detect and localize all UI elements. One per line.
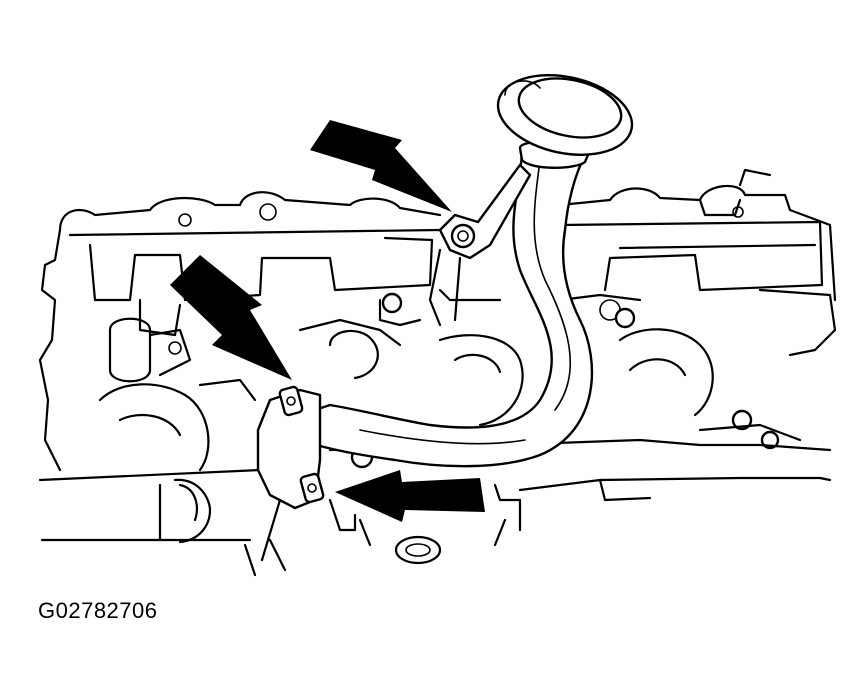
oil-filler-tube — [256, 74, 634, 562]
arrow-upper-bolt — [310, 120, 452, 212]
figure-code-label: G02782706 — [38, 598, 158, 623]
callout-arrows — [170, 120, 485, 522]
engine-middle-structure — [98, 288, 802, 472]
engine-upper-structure — [38, 168, 837, 472]
arrow-left-flange-bolt — [170, 255, 292, 380]
arrow-lower-flange-bolt — [335, 470, 485, 522]
